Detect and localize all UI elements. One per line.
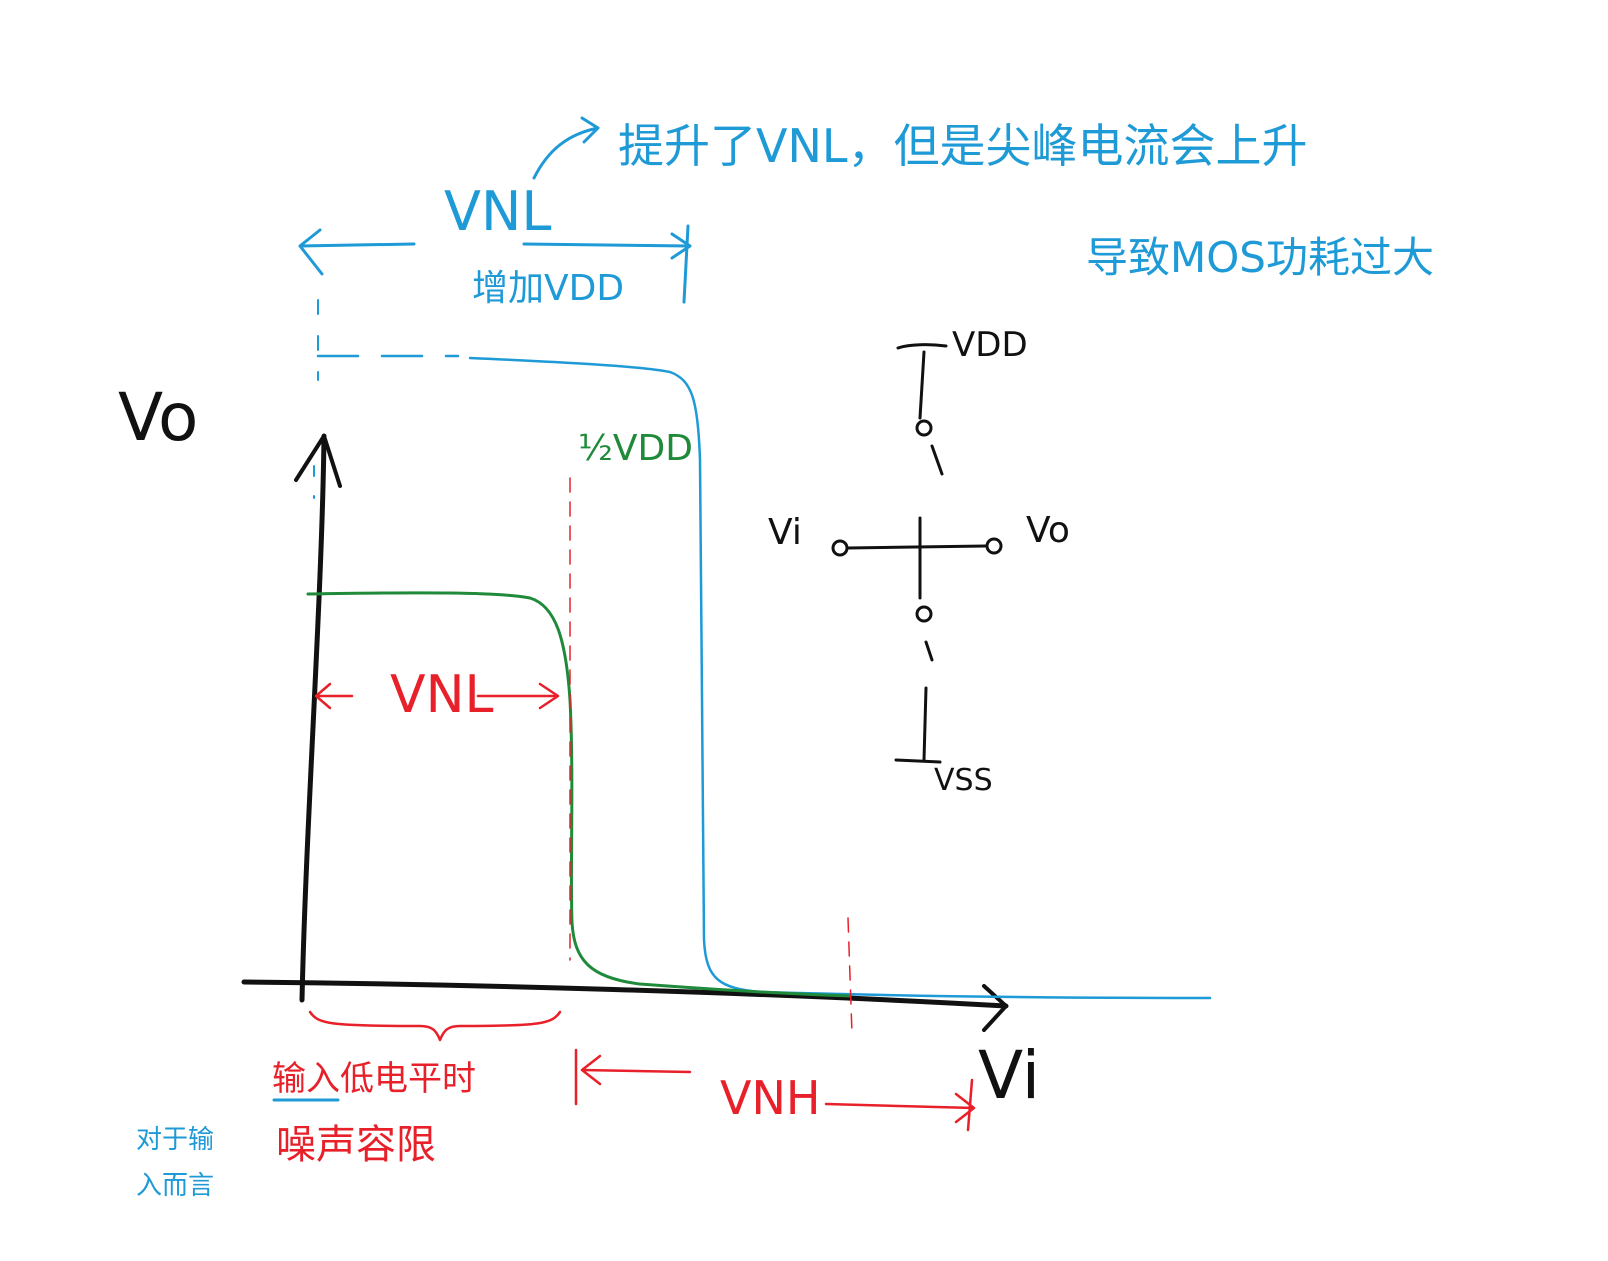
curved-pointer-arrow bbox=[532, 116, 600, 180]
x-axis-line bbox=[241, 979, 1009, 1009]
red-dashed-vih-line bbox=[847, 917, 853, 1035]
cmos-inverter-schematic: VDD Vi Vo VSS bbox=[768, 325, 1070, 798]
y-axis-label: Vo bbox=[118, 379, 198, 456]
vss-label: VSS bbox=[934, 763, 993, 798]
pmos-gate-bubble bbox=[915, 419, 933, 437]
x-axis-label: Vi bbox=[978, 1037, 1040, 1114]
increase-vdd-label: 增加VDD bbox=[472, 268, 624, 309]
nmos-wire bbox=[922, 686, 928, 762]
axes: Vo Vi bbox=[118, 379, 1040, 1114]
vout-label: Vo bbox=[1026, 510, 1070, 551]
blue-top-annotations: VNL 增加VDD 提升了VNL，但是尖峰电流会上升 导致MOS功耗过大 bbox=[298, 116, 1434, 309]
blue-vnl-left-arrow bbox=[298, 228, 416, 276]
y-axis-line bbox=[299, 433, 327, 1003]
note-line-1: 提升了VNL，但是尖峰电流会上升 bbox=[618, 119, 1308, 173]
red-vnh-label: VNH bbox=[720, 1071, 820, 1125]
blue-side-note: 对于输 入而言 bbox=[136, 1125, 214, 1201]
blue-curve bbox=[468, 356, 1212, 1000]
vdd-label: VDD bbox=[952, 325, 1028, 365]
nmos-gate-bubble bbox=[915, 605, 933, 623]
red-brace bbox=[308, 1010, 562, 1042]
red-vnl-left-arrow bbox=[314, 682, 354, 710]
green-transfer-curve: ½VDD bbox=[306, 428, 852, 998]
side-note-line-1: 对于输 bbox=[136, 1125, 214, 1155]
pmos-stub bbox=[930, 444, 944, 476]
note-line-2: 导致MOS功耗过大 bbox=[1086, 233, 1434, 282]
nmos-stub bbox=[924, 640, 934, 662]
input-low-range-label: 输入低电平时 bbox=[272, 1059, 476, 1099]
blue-vnl-label: VNL bbox=[444, 180, 551, 243]
red-vnl-right-arrow bbox=[476, 682, 560, 710]
input-output-wire bbox=[846, 544, 988, 550]
vss-rail bbox=[894, 758, 942, 764]
vout-terminal bbox=[985, 537, 1003, 555]
blue-vnl-right-arrow bbox=[522, 232, 692, 260]
noise-margin-label: 噪声容限 bbox=[276, 1122, 436, 1168]
y-axis-arrowhead bbox=[294, 434, 342, 488]
green-curve bbox=[306, 591, 852, 998]
side-note-line-2: 入而言 bbox=[136, 1171, 214, 1201]
vin-terminal bbox=[831, 539, 849, 557]
red-annotations: VNL 输入低电平时 噪声容限 VNH bbox=[272, 477, 976, 1168]
blue-vnl-right-tick bbox=[682, 224, 690, 304]
red-vnl-label: VNL bbox=[390, 665, 493, 725]
half-vdd-label: ½VDD bbox=[578, 428, 693, 469]
red-vnh-left-arrow bbox=[580, 1054, 692, 1086]
vin-label: Vi bbox=[768, 512, 802, 553]
red-vnh-right-tick bbox=[966, 1078, 974, 1132]
x-axis-arrowhead bbox=[982, 984, 1008, 1032]
vdd-rail bbox=[896, 343, 948, 350]
pmos-wire bbox=[918, 350, 926, 420]
blue-transfer-curve bbox=[313, 299, 1212, 1000]
red-vnh-right-arrow bbox=[824, 1092, 976, 1124]
